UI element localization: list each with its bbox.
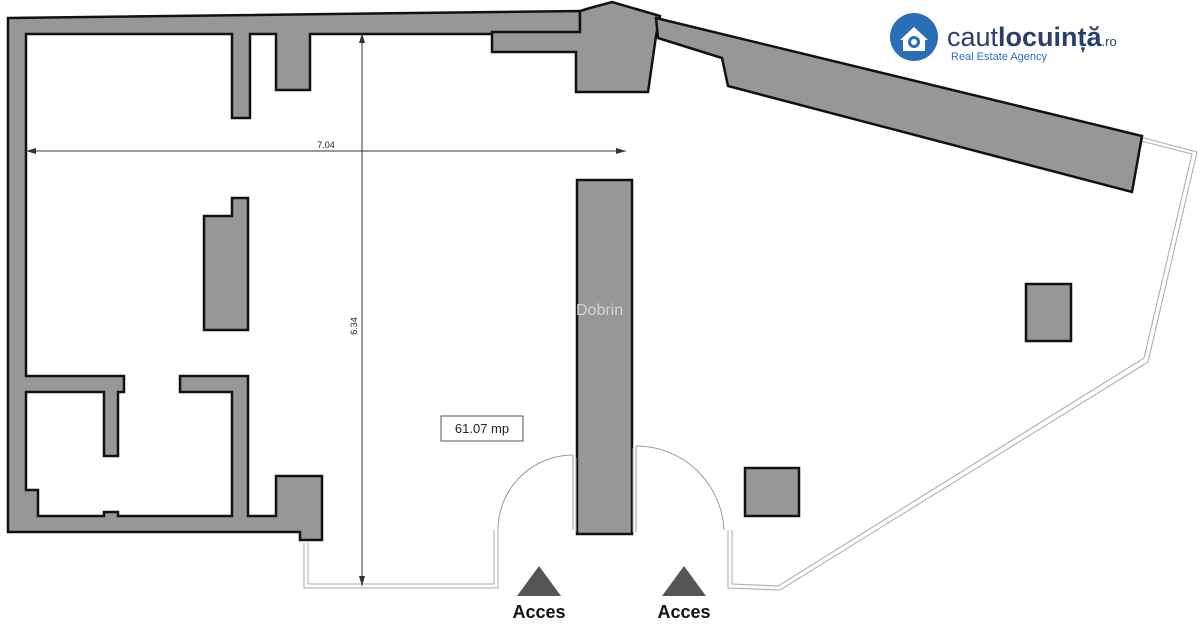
glass-facade xyxy=(303,136,1198,591)
diagonal-wall xyxy=(654,16,1144,194)
pillar-bottom xyxy=(743,466,801,518)
central-column xyxy=(575,178,634,536)
house-location-icon xyxy=(890,13,938,61)
access-marker-right: Acces xyxy=(657,566,711,622)
access-label: Acces xyxy=(657,602,710,622)
access-arrow-icon xyxy=(662,566,706,596)
dimension-height-label: 6.34 xyxy=(349,317,359,335)
access-arrow-icon xyxy=(517,566,561,596)
area-label-box: 61.07 mp xyxy=(440,415,524,442)
area-label: 61.07 mp xyxy=(455,421,509,436)
access-label: Acces xyxy=(512,602,565,622)
dimension-width-label: 7.04 xyxy=(317,140,335,150)
outer-wall-left xyxy=(6,9,582,542)
entrance-doors xyxy=(497,445,725,532)
logo-tagline: Real Estate Agency xyxy=(951,51,1048,63)
dimension-width: 7.04 xyxy=(26,140,626,154)
interior-partition xyxy=(202,196,250,332)
access-marker-left: Acces xyxy=(512,566,566,622)
watermark: Dobrin xyxy=(576,302,623,319)
dimension-height: 6.34 xyxy=(349,33,365,586)
pillar-right xyxy=(1024,282,1073,343)
logo-wordmark: cautlocuință.ro xyxy=(947,22,1117,52)
brand-logo: cautlocuință.ro Real Estate Agency xyxy=(890,13,1117,63)
